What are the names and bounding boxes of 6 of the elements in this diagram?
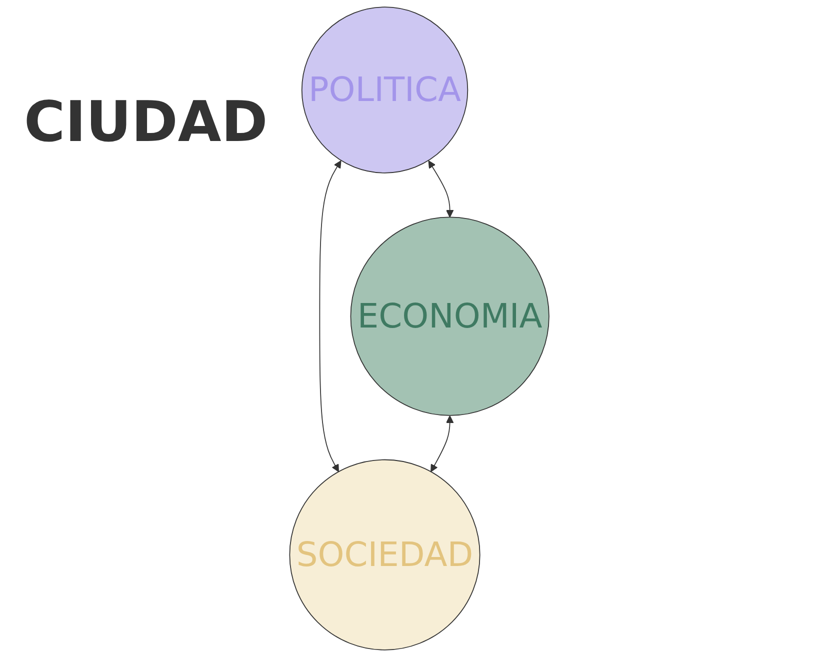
arrow	[318, 160, 341, 472]
diagram-title: CIUDAD	[24, 90, 268, 155]
arrow	[430, 415, 454, 472]
node-circle: SOCIEDAD	[288, 459, 480, 650]
arrow	[428, 160, 454, 218]
node-circle: ECONOMIA	[350, 216, 550, 416]
